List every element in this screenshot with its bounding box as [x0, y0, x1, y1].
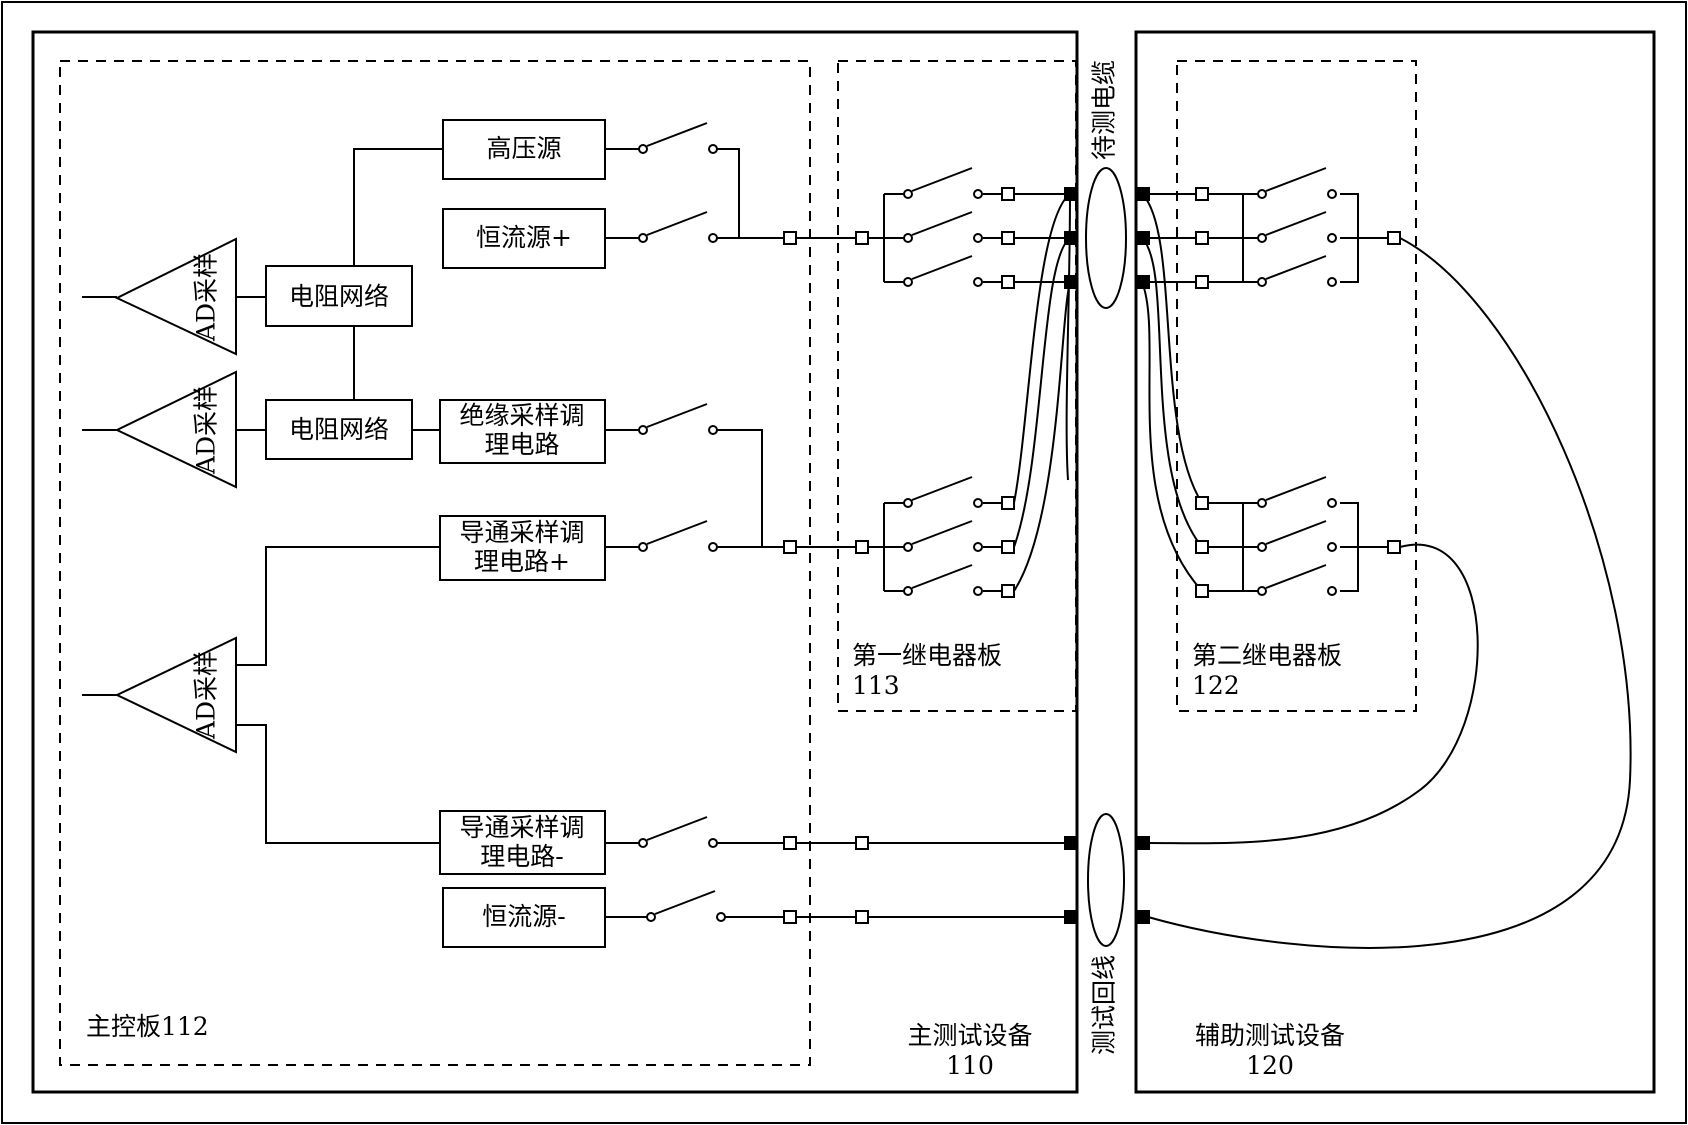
ad-sampling-label-3: AD采样 — [192, 651, 221, 740]
relay-board-1-box — [837, 60, 1077, 712]
open-terminals — [783, 187, 1401, 924]
ad-sampling-label-2: AD采样 — [192, 386, 221, 475]
switches — [638, 122, 1337, 922]
cc-source-neg-label: 恒流源- — [482, 902, 565, 931]
aux-device-label: 辅助测试设备 — [1195, 1021, 1345, 1050]
cable-under-test-label: 待测电缆 — [1090, 60, 1119, 160]
cc-source-pos-label: 恒流源+ — [476, 223, 572, 252]
conduction-pos-label-1: 导通采样调 — [459, 518, 584, 547]
relay-board-1-label: 第一继电器板 — [852, 641, 1002, 670]
test-return-line-marker — [1087, 813, 1125, 947]
insulation-cond-label-2: 理电路 — [484, 430, 559, 459]
conduction-neg-label-2: 理电路- — [480, 842, 563, 871]
insulation-cond-box — [439, 399, 606, 464]
aux-device-id: 120 — [1246, 1051, 1294, 1080]
cable-under-test-marker — [1085, 167, 1127, 309]
relay-board-2-id: 122 — [1192, 671, 1240, 700]
main-control-board-label: 主控板112 — [86, 1012, 209, 1041]
insulation-cond-label-1: 绝缘采样调 — [459, 401, 584, 430]
main-device-id: 110 — [946, 1051, 994, 1080]
test-return-line-label: 测试回线 — [1090, 955, 1119, 1055]
aux-device-box — [1134, 30, 1656, 1094]
relay-board-2-label: 第二继电器板 — [1192, 641, 1342, 670]
resistor-network-2-label: 电阻网络 — [289, 415, 389, 444]
relay-board-2-box — [1176, 60, 1417, 712]
hv-source-label: 高压源 — [486, 134, 561, 163]
resistor-network-1-label: 电阻网络 — [289, 282, 389, 311]
ad-sampling-label-1: AD采样 — [192, 253, 221, 342]
main-control-board-box — [59, 60, 811, 1066]
conduction-pos-label-2: 理电路+ — [474, 547, 570, 576]
connector-terminals — [1064, 187, 1150, 924]
main-device-label: 主测试设备 — [907, 1021, 1032, 1050]
relay-board-1-id: 113 — [852, 671, 900, 700]
conduction-neg-label-1: 导通采样调 — [459, 813, 584, 842]
ad-amplifier-3 — [114, 636, 237, 754]
